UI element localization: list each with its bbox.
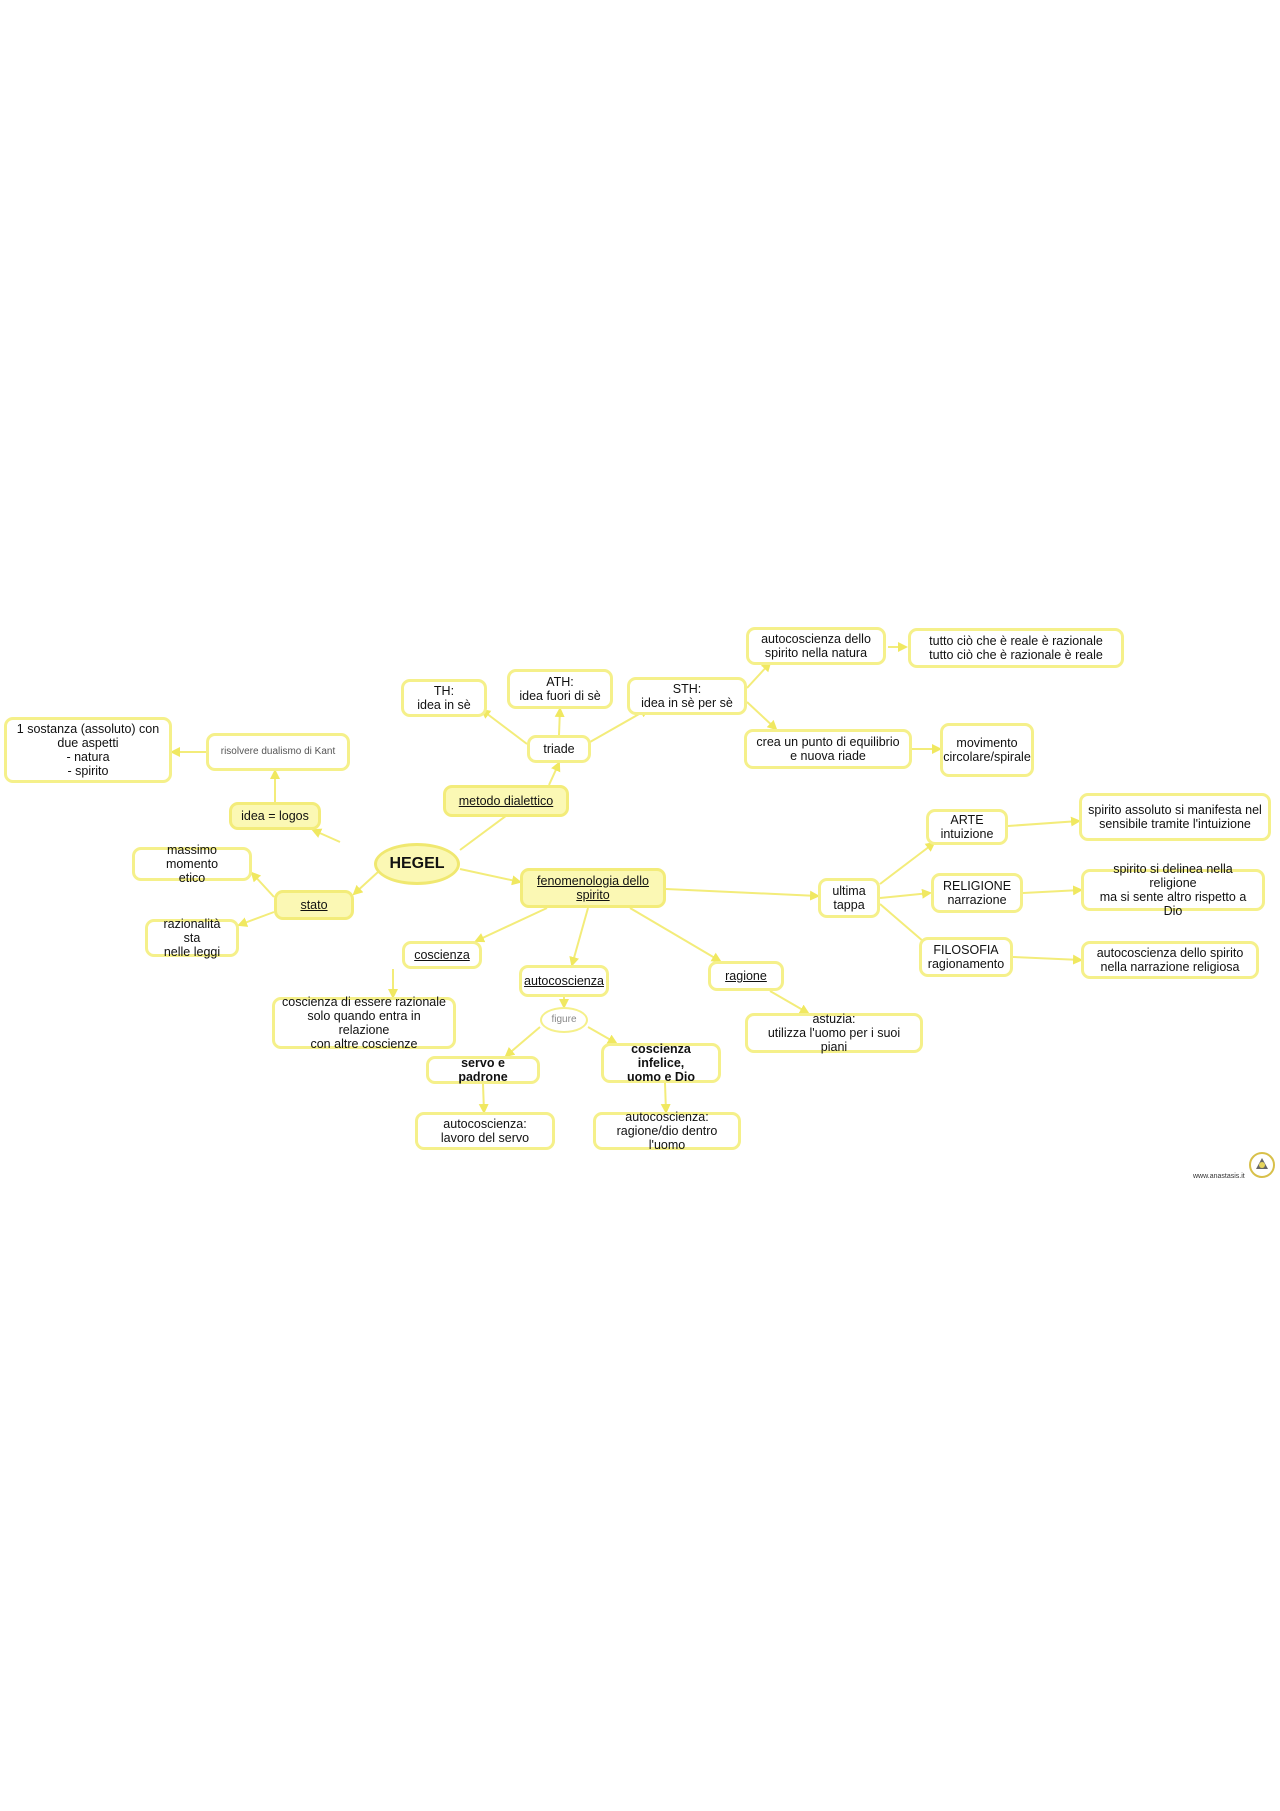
node-religione-desc: spirito si delinea nella religione ma si… xyxy=(1081,862,1265,918)
connector-29 xyxy=(587,1026,618,1044)
connector-16 xyxy=(665,888,820,901)
node-th: TH: idea in sè xyxy=(401,679,487,717)
node-coscienza-infelice: coscienza infelice, uomo e Dio xyxy=(601,1042,721,1084)
connector-32 xyxy=(769,990,810,1015)
node-sth: STH: idea in sè per sè xyxy=(627,677,747,715)
node-arte: ARTE intuizione xyxy=(926,809,1008,845)
node-idea-logos: idea = logos xyxy=(229,802,321,830)
node-figure: figure xyxy=(540,1007,588,1033)
connector-17 xyxy=(879,841,936,885)
node-autocoscienza: autocoscienza xyxy=(519,965,609,997)
connector-5 xyxy=(746,661,772,689)
node-servo-padrone: servo e padrone xyxy=(426,1056,540,1084)
node-autocoscienza-natura: autocoscienza dello spirito nella natura xyxy=(746,627,886,665)
node-equilibrio: crea un punto di equilibrio e nuova riad… xyxy=(744,729,912,769)
connector-31 xyxy=(660,1082,671,1114)
connector-1 xyxy=(548,761,561,786)
node-coscienza-desc: coscienza di essere razionale solo quand… xyxy=(272,995,456,1051)
node-coscienza: coscienza xyxy=(402,941,482,969)
node-stato: stato xyxy=(274,890,354,920)
connector-28 xyxy=(504,1026,541,1058)
connector-24 xyxy=(569,907,589,967)
node-filosofia: FILOSOFIA ragionamento xyxy=(919,937,1013,977)
connector-22 xyxy=(1012,954,1083,965)
connector-12 xyxy=(352,871,379,896)
connector-7 xyxy=(746,701,778,731)
connector-14 xyxy=(237,911,275,927)
node-sostanza: 1 sostanza (assoluto) con due aspetti - … xyxy=(4,717,172,783)
node-religione: RELIGIONE narrazione xyxy=(931,873,1023,913)
footer-site-text: www.anastasis.it xyxy=(1193,1173,1245,1180)
connector-18 xyxy=(879,888,932,899)
connector-9 xyxy=(311,828,341,843)
node-ath: ATH: idea fuori di sè xyxy=(507,669,613,709)
connector-20 xyxy=(1007,816,1081,827)
connector-2 xyxy=(480,708,528,745)
node-ultima-tappa: ultima tappa xyxy=(818,878,880,918)
node-triade: triade xyxy=(527,735,591,763)
node-reale-razionale: tutto ciò che è reale è razionale tutto … xyxy=(908,628,1124,668)
node-astuzia: astuzia: utilizza l'uomo per i suoi pian… xyxy=(745,1012,923,1054)
connector-15 xyxy=(459,868,522,886)
connector-3 xyxy=(554,707,565,736)
node-ragione: ragione xyxy=(708,961,784,991)
connector-23 xyxy=(474,907,548,943)
anastasis-logo-icon xyxy=(1249,1152,1275,1178)
connector-25 xyxy=(629,907,722,963)
node-filosofia-desc: autocoscienza dello spirito nella narraz… xyxy=(1081,941,1259,979)
node-fenomenologia: fenomenologia dello spirito xyxy=(520,868,666,908)
connector-21 xyxy=(1022,885,1083,896)
node-metodo-dialettico: metodo dialettico xyxy=(443,785,569,817)
connector-13 xyxy=(250,871,275,898)
node-ragione-dio: autocoscienza: ragione/dio dentro l'uomo xyxy=(593,1110,741,1152)
node-movimento: movimento circolare/spirale xyxy=(940,723,1034,777)
node-razionalita: razionalità sta nelle leggi xyxy=(145,917,239,959)
node-massimo: massimo momento etico xyxy=(132,843,252,885)
node-arte-desc: spirito assoluto si manifesta nel sensib… xyxy=(1079,793,1271,841)
node-hegel: HEGEL xyxy=(374,843,460,885)
node-risolvere: risolvere dualismo di Kant xyxy=(206,733,350,771)
node-lavoro-servo: autocoscienza: lavoro del servo xyxy=(415,1112,555,1150)
connector-30 xyxy=(478,1083,489,1114)
